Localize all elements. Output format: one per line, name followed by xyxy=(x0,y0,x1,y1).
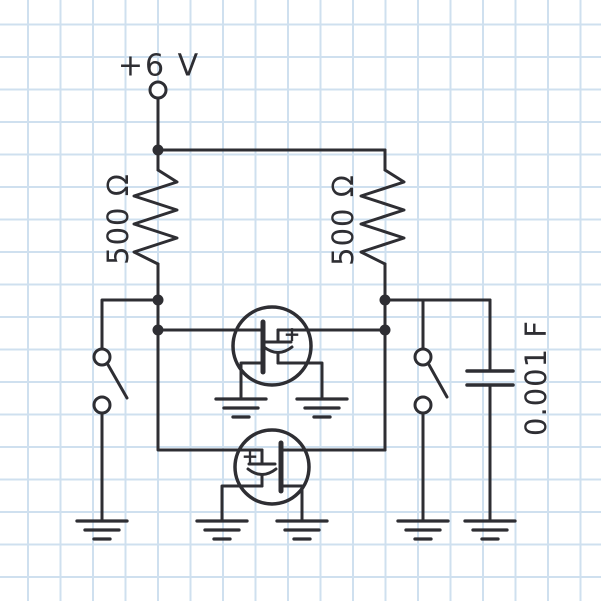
ground-symbol xyxy=(463,519,517,541)
ground-symbol xyxy=(75,519,129,541)
junction-dot xyxy=(379,294,391,306)
left-resistor-value-label: 500 Ω xyxy=(101,173,135,265)
switch-terminal-bottom xyxy=(92,395,112,415)
right-resistor-value-label: 500 Ω xyxy=(326,174,360,266)
transistor-bottom: + xyxy=(220,428,387,523)
switch-feed-wire xyxy=(100,298,160,351)
supply-terminal xyxy=(148,80,168,152)
switch-terminal-top xyxy=(413,347,433,367)
resistor-left xyxy=(132,168,179,302)
ground-symbol xyxy=(396,519,450,541)
supply-voltage-label: +6 V xyxy=(117,48,201,84)
switch-blade xyxy=(426,361,449,399)
transistor-top: + xyxy=(156,305,387,401)
switch-right xyxy=(383,298,492,523)
transistor-circle xyxy=(231,305,313,387)
transistor-circle xyxy=(233,428,311,506)
plus-mark: + xyxy=(284,322,301,346)
source-lead xyxy=(276,361,324,401)
resistor-right xyxy=(359,168,406,302)
terminal-circle xyxy=(148,80,168,100)
junction-dot xyxy=(152,324,164,336)
capacitor-value-label: 0.001 F xyxy=(519,320,553,436)
switch-left xyxy=(92,298,160,523)
capacitor xyxy=(465,298,515,523)
switch-terminal-top xyxy=(92,347,112,367)
resistor-zigzag xyxy=(132,168,179,266)
source-lead xyxy=(220,484,264,523)
switch-blade xyxy=(105,361,129,400)
ground-symbol xyxy=(214,397,268,419)
left-rail-wire xyxy=(156,298,264,452)
resistor-zigzag xyxy=(359,168,406,266)
junction-dot xyxy=(379,324,391,336)
ground-symbol xyxy=(195,519,249,541)
junction-dots xyxy=(152,144,391,336)
bulk-lead xyxy=(239,361,265,401)
junction-dot xyxy=(152,144,164,156)
junction-dot xyxy=(152,294,164,306)
switch-terminal-bottom xyxy=(413,395,433,415)
plus-mark: + xyxy=(242,444,259,468)
ground-symbol xyxy=(275,519,329,541)
ground-symbol xyxy=(295,397,349,419)
bulk-lead xyxy=(279,484,304,523)
